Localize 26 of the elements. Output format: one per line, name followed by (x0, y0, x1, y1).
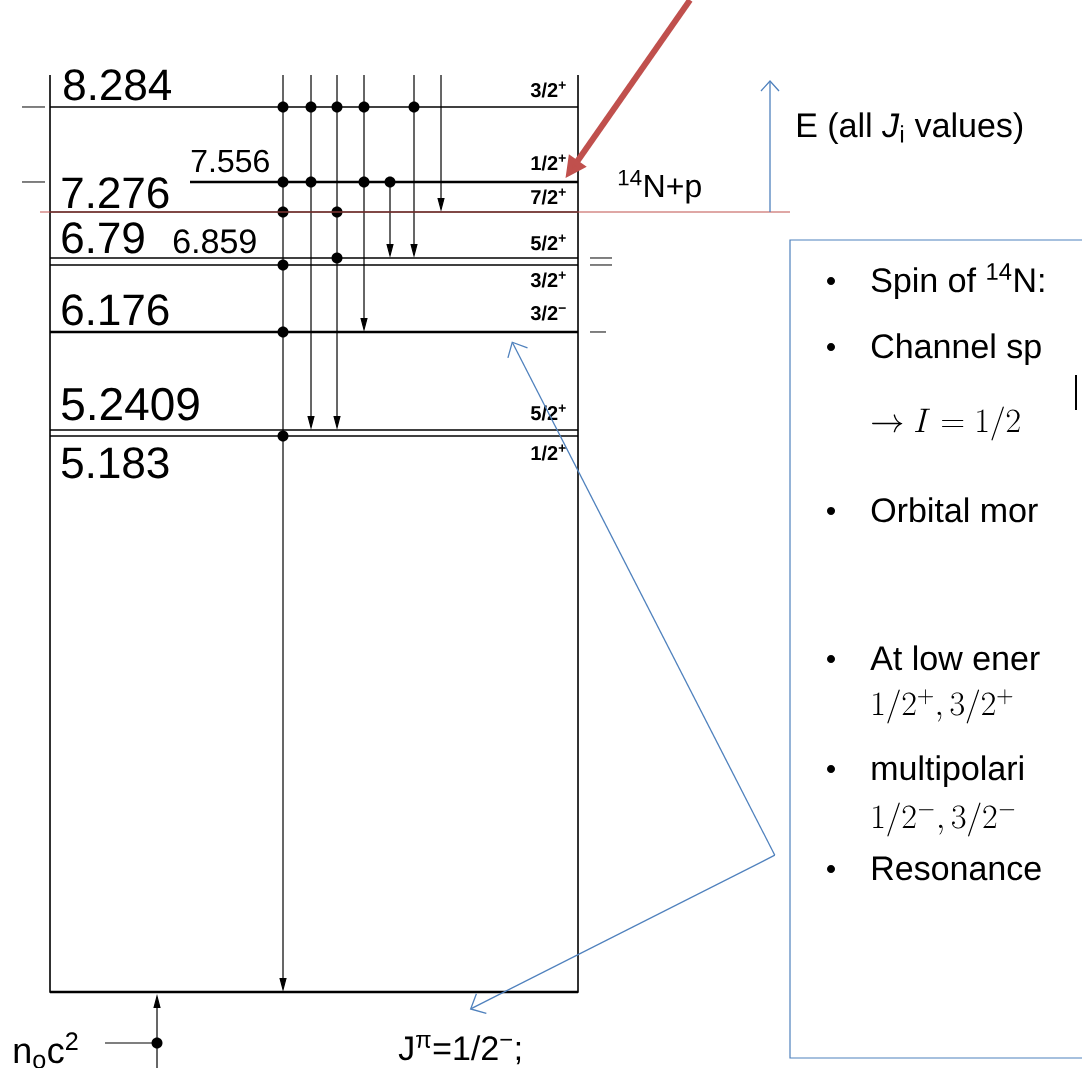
spin-parity-label: 3/2$^{−}$ (529, 304, 568, 322)
energy-label: 6.176 (62, 294, 169, 326)
spin-parity-label: J$^{π}$=1/2$^{−}$; (398, 1035, 521, 1065)
bullet-text: At low ener (870, 645, 1040, 671)
bullet-text: Orbital mor (871, 497, 1038, 523)
threshold-label: $^{14}$N+p (618, 169, 701, 204)
bullet-text: Spin of $^{14}$N: (871, 263, 1044, 300)
axis-label: E (all J$_{i}$ values) (798, 112, 1023, 145)
spin-parity-label: 5/2$^{+}$ (529, 233, 568, 252)
energy-label: 7.276 (62, 177, 169, 209)
spin-parity-label: 3/2$^{+}$ (529, 270, 568, 289)
energy-label: 7.556 (191, 149, 269, 173)
leader-line (507, 341, 776, 856)
bullet-text: Resonance (873, 856, 1041, 881)
bullet-text: $\rightarrow I = 1/2$ (872, 406, 1020, 441)
energy-label: 6.79 (62, 222, 144, 254)
spin-parity-label: 1/2$^{+}$ (529, 153, 568, 172)
spin-parity-label: 1/2$^{+}$ (529, 443, 568, 462)
bullet-text: $1/2^{-}, 3/2^{-}$ (873, 802, 1015, 837)
bullet-text: $1/2^{+}, 3/2^{+}$ (873, 689, 1013, 724)
bullet-text: Channel sp (871, 333, 1041, 366)
spin-parity-label: 3/2$^{+}$ (529, 80, 568, 99)
leader-line (469, 854, 776, 1014)
bullet-text: multipolari (872, 755, 1023, 788)
energy-label: 6.859 (173, 229, 256, 254)
energy-label: 5.183 (61, 447, 169, 479)
